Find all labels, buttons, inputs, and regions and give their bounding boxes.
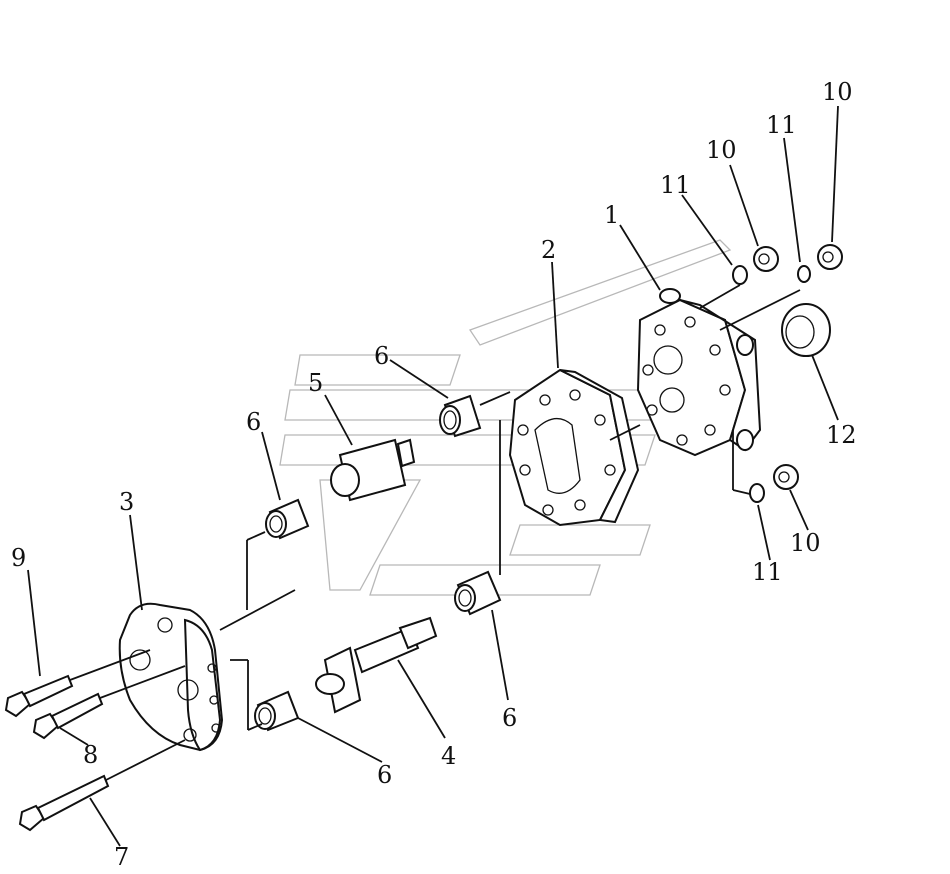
callout-2: 2 <box>541 236 556 264</box>
nut-part-10-b <box>817 244 843 270</box>
callout-6-d: 6 <box>377 761 392 789</box>
bolt-part-8 <box>32 665 186 740</box>
bushing-part-6-b <box>439 394 482 438</box>
nut-part-10-c <box>773 464 799 490</box>
bolt-part-9 <box>4 649 151 718</box>
callout-12: 12 <box>826 421 857 449</box>
callout-6-b: 6 <box>374 342 389 370</box>
callout-10-c: 10 <box>790 529 821 557</box>
washer-part-11-c <box>749 483 765 503</box>
bushing-part-6-c <box>454 570 502 616</box>
callout-11-a: 11 <box>660 171 691 199</box>
gear-housing-part-2 <box>508 368 640 527</box>
callout-11-b: 11 <box>766 111 797 139</box>
callout-10-a: 10 <box>706 136 737 164</box>
callout-6-a: 6 <box>246 408 261 436</box>
callout-11-c: 11 <box>752 558 783 586</box>
bushing-part-6-d <box>254 690 300 732</box>
drive-gear-part-4 <box>315 616 438 714</box>
callout-7: 7 <box>114 843 129 871</box>
bushing-part-6-a <box>265 498 310 540</box>
callout-9: 9 <box>11 544 26 572</box>
front-cover-part-3 <box>118 602 224 752</box>
driven-gear-part-5 <box>330 438 416 502</box>
washer-part-11-b <box>797 265 811 283</box>
callouts: 1 2 3 4 5 6 6 6 6 7 8 9 10 10 10 11 11 1… <box>11 78 857 871</box>
callout-10-b: 10 <box>822 78 853 106</box>
washer-part-11-a <box>732 265 748 285</box>
callout-6-c: 6 <box>502 704 517 732</box>
rear-cover-part-1 <box>636 288 762 457</box>
callout-5: 5 <box>308 369 323 397</box>
assembly-lines <box>219 284 801 731</box>
oil-seal-part-12 <box>781 303 831 357</box>
nut-part-10-a <box>753 246 779 272</box>
callout-8: 8 <box>83 741 98 769</box>
callout-1: 1 <box>604 201 619 229</box>
callout-4: 4 <box>441 742 456 770</box>
bolt-part-7 <box>18 739 186 832</box>
leader-lines <box>27 105 839 847</box>
callout-3: 3 <box>119 488 134 516</box>
